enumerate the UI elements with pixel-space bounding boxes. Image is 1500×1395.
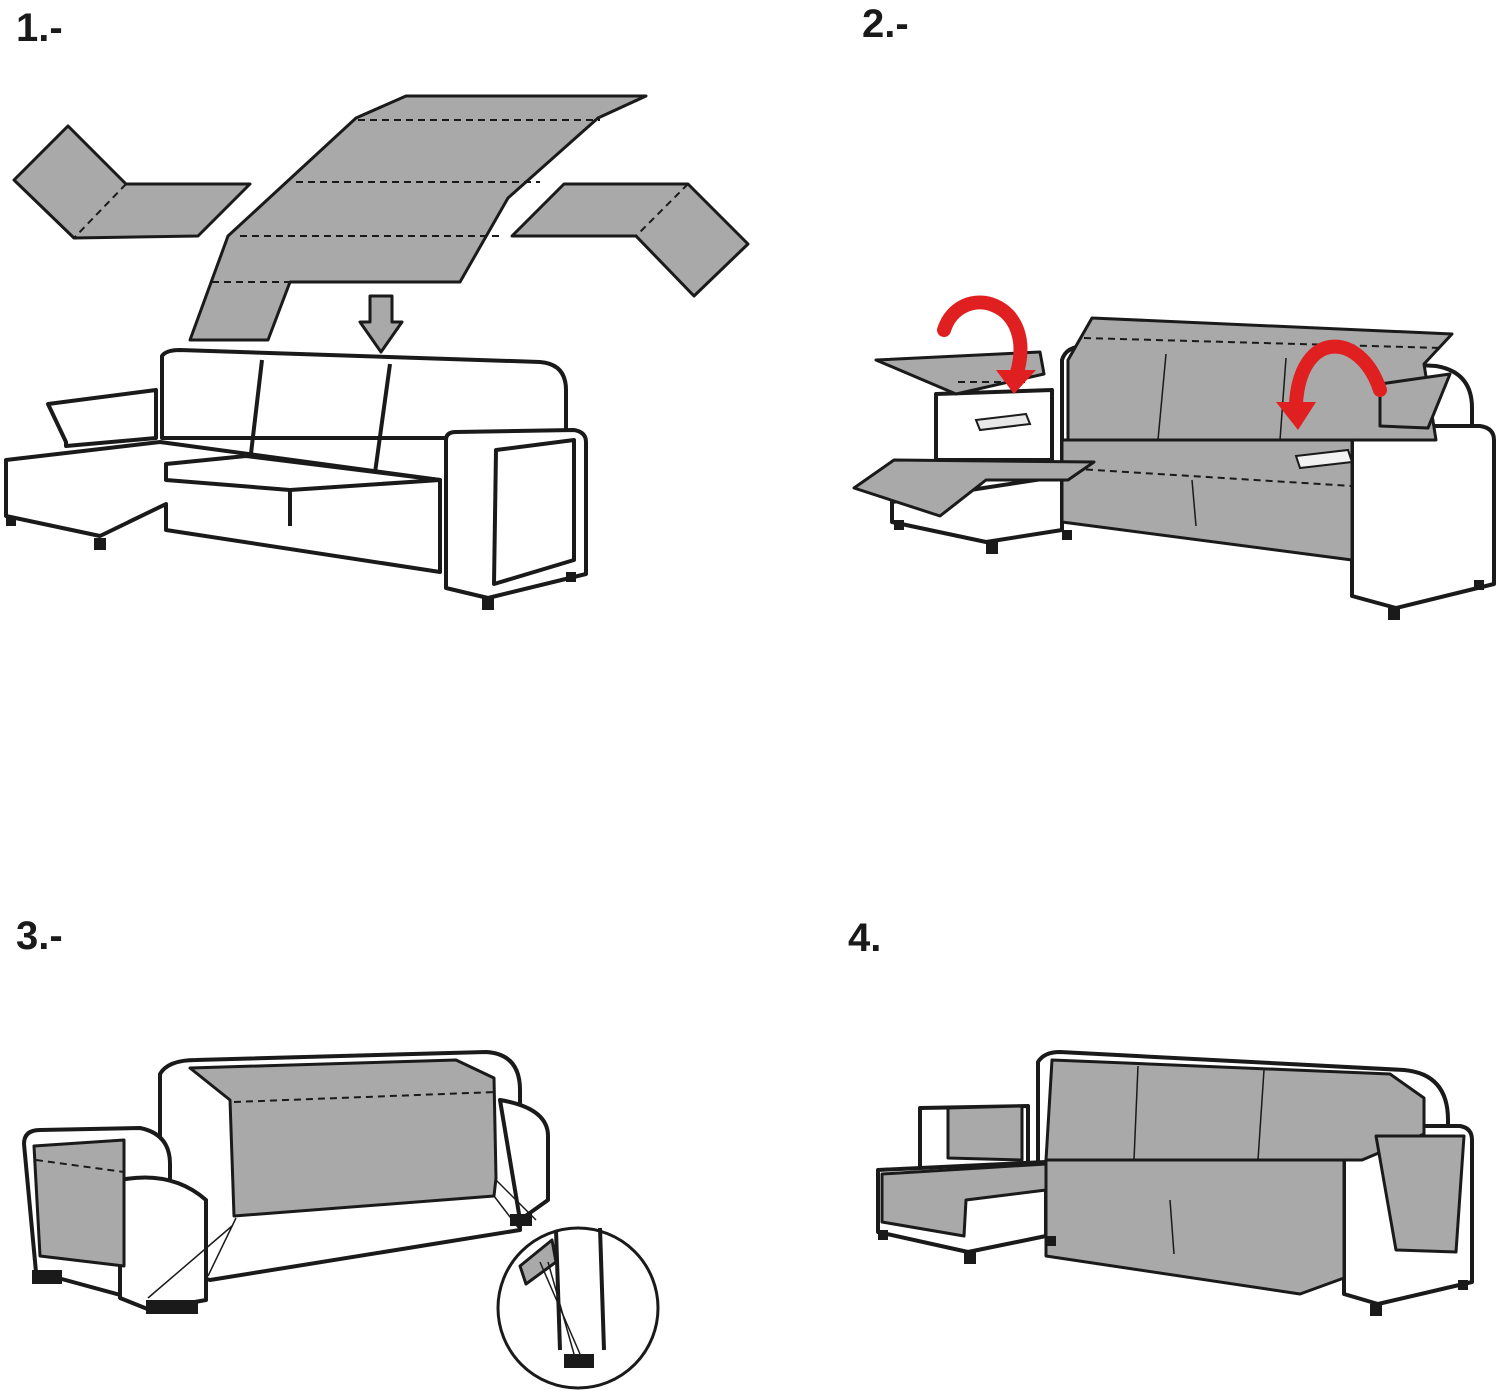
cover-seat: [1044, 1158, 1346, 1296]
step-3-label: 3.-: [16, 914, 63, 958]
cover-arm-flap-right: [1378, 372, 1452, 430]
step-3-illustration: [22, 1050, 660, 1390]
cover-left-arm-piece: [12, 124, 252, 240]
cover-right-arm-piece: [510, 182, 750, 298]
cover-chaise-flap: [852, 458, 1096, 518]
cover-arm-rest: [32, 1138, 126, 1268]
red-curved-arrow-left-icon: [937, 295, 1028, 383]
step-4-label: 4.: [848, 916, 882, 960]
step-4-illustration: [876, 1050, 1474, 1316]
cover-arm-flap-left: [874, 350, 1046, 396]
red-curved-arrow-right-icon: [1289, 339, 1387, 411]
foam-stick-left-icon: [974, 412, 1032, 432]
cover-back-rest: [188, 1058, 498, 1218]
zoom-detail-strap: [496, 1226, 660, 1390]
cover-arm-left: [946, 1104, 1024, 1162]
step-1-label: 1.-: [16, 6, 63, 50]
cover-chaise: [880, 1162, 1048, 1238]
down-arrow-icon: [358, 294, 404, 354]
cover-seat: [1060, 438, 1354, 562]
step-2-label: 2.-: [862, 2, 909, 46]
step-1-illustration: [4, 94, 750, 610]
sofa-outline: [4, 348, 588, 610]
cover-arm-right: [1374, 1134, 1466, 1254]
cover-back: [1044, 1058, 1426, 1162]
foam-stick-right-icon: [1294, 448, 1354, 470]
step-2-illustration: [852, 295, 1496, 620]
